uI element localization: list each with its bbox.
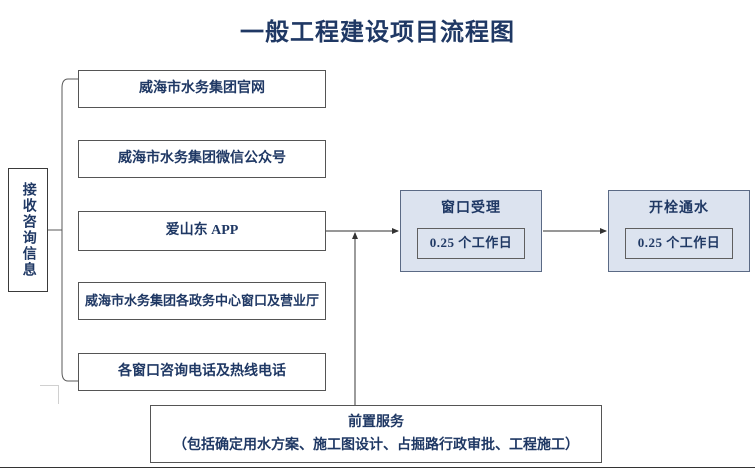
preservice-detail: （包括确定用水方案、施工图设计、占掘路行政审批、工程施工） [173, 437, 579, 453]
stage-box-1: 窗口受理 0.25 个工作日 [400, 190, 542, 272]
intake-label: 接收咨询信息 [20, 182, 36, 278]
channel-box-1: 威海市水务集团官网 [78, 70, 326, 108]
stage-duration-1: 0.25 个工作日 [417, 227, 525, 259]
page-title: 一般工程建设项目流程图 [240, 20, 515, 46]
channel-label-5: 各窗口咨询电话及热线电话 [118, 364, 286, 380]
channel-label-4: 威海市水务集团各政务中心窗口及营业厅 [84, 292, 319, 308]
intake-box: 接收咨询信息 [8, 168, 48, 292]
crop-mark [40, 385, 59, 404]
preservice-title: 前置服务 [348, 415, 404, 430]
channel-label-2: 威海市水务集团微信公众号 [118, 151, 286, 167]
preservice-box: 前置服务 （包括确定用水方案、施工图设计、占掘路行政审批、工程施工） [150, 405, 602, 463]
footer-rule [0, 467, 755, 468]
channel-box-4: 威海市水务集团各政务中心窗口及营业厅 [78, 282, 326, 320]
channel-label-1: 威海市水务集团官网 [139, 81, 265, 97]
stage-duration-2: 0.25 个工作日 [625, 227, 733, 259]
channel-label-3: 爱山东 APP [165, 223, 239, 239]
channel-box-3: 爱山东 APP [78, 211, 326, 251]
channel-box-5: 各窗口咨询电话及热线电话 [78, 353, 326, 391]
stage-box-2: 开栓通水 0.25 个工作日 [608, 190, 750, 272]
stage-title-1: 窗口受理 [441, 201, 501, 216]
channel-box-2: 威海市水务集团微信公众号 [78, 140, 326, 178]
stage-title-2: 开栓通水 [649, 201, 709, 216]
